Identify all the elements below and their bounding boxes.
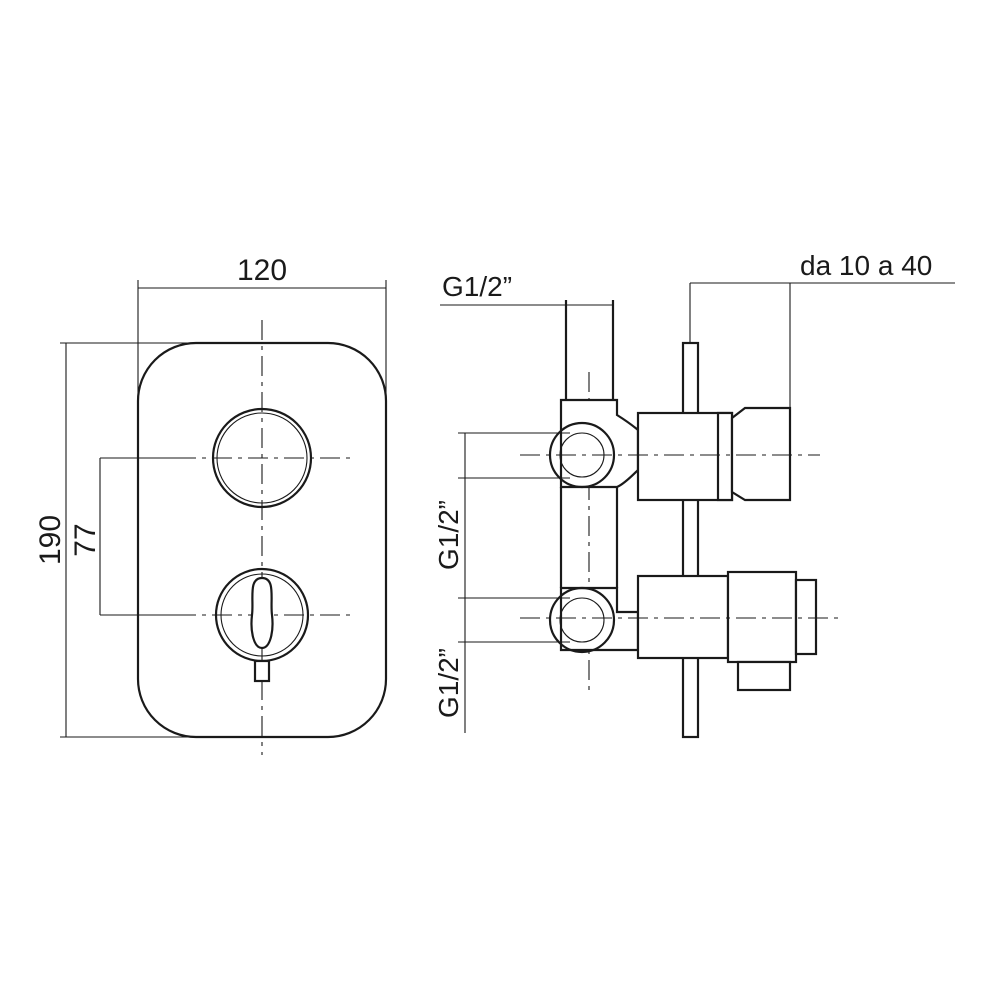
lower-connection-label: G1/2”: [433, 648, 464, 718]
lower-connection-inner: [559, 597, 605, 643]
lower-knob-inner: [220, 573, 304, 657]
lower-knob-side: [726, 570, 798, 664]
lower-fitting-body: [559, 586, 640, 652]
upper-connection-label: G1/2”: [433, 500, 464, 570]
depth-label: da 10 a 40: [800, 250, 932, 281]
lower-connection-outer: [548, 586, 616, 654]
lower-lever-side: [736, 660, 792, 692]
upper-knob-side: [730, 406, 792, 502]
width-label: 120: [237, 254, 287, 287]
upper-cartridge-ring: [716, 411, 734, 502]
lower-knob-cap: [794, 578, 818, 656]
lower-knob-stem: [253, 659, 271, 683]
front-plate-outline: [136, 341, 388, 739]
upper-fitting-body: [559, 398, 640, 489]
lower-cartridge-sleeve: [636, 574, 730, 660]
top-inlet-label: G1/2”: [442, 271, 512, 302]
spacing-label: 77: [69, 523, 102, 556]
side-view: G1/2” da 10 a 40 G1/2” G1/2”: [433, 250, 955, 739]
side-wall-plate: [681, 341, 700, 739]
front-view: 120 190 77: [34, 254, 388, 755]
upper-knob-inner: [216, 412, 308, 504]
upper-knob: [211, 407, 313, 509]
lower-knob-lever: [250, 576, 274, 650]
height-label: 190: [34, 515, 67, 565]
